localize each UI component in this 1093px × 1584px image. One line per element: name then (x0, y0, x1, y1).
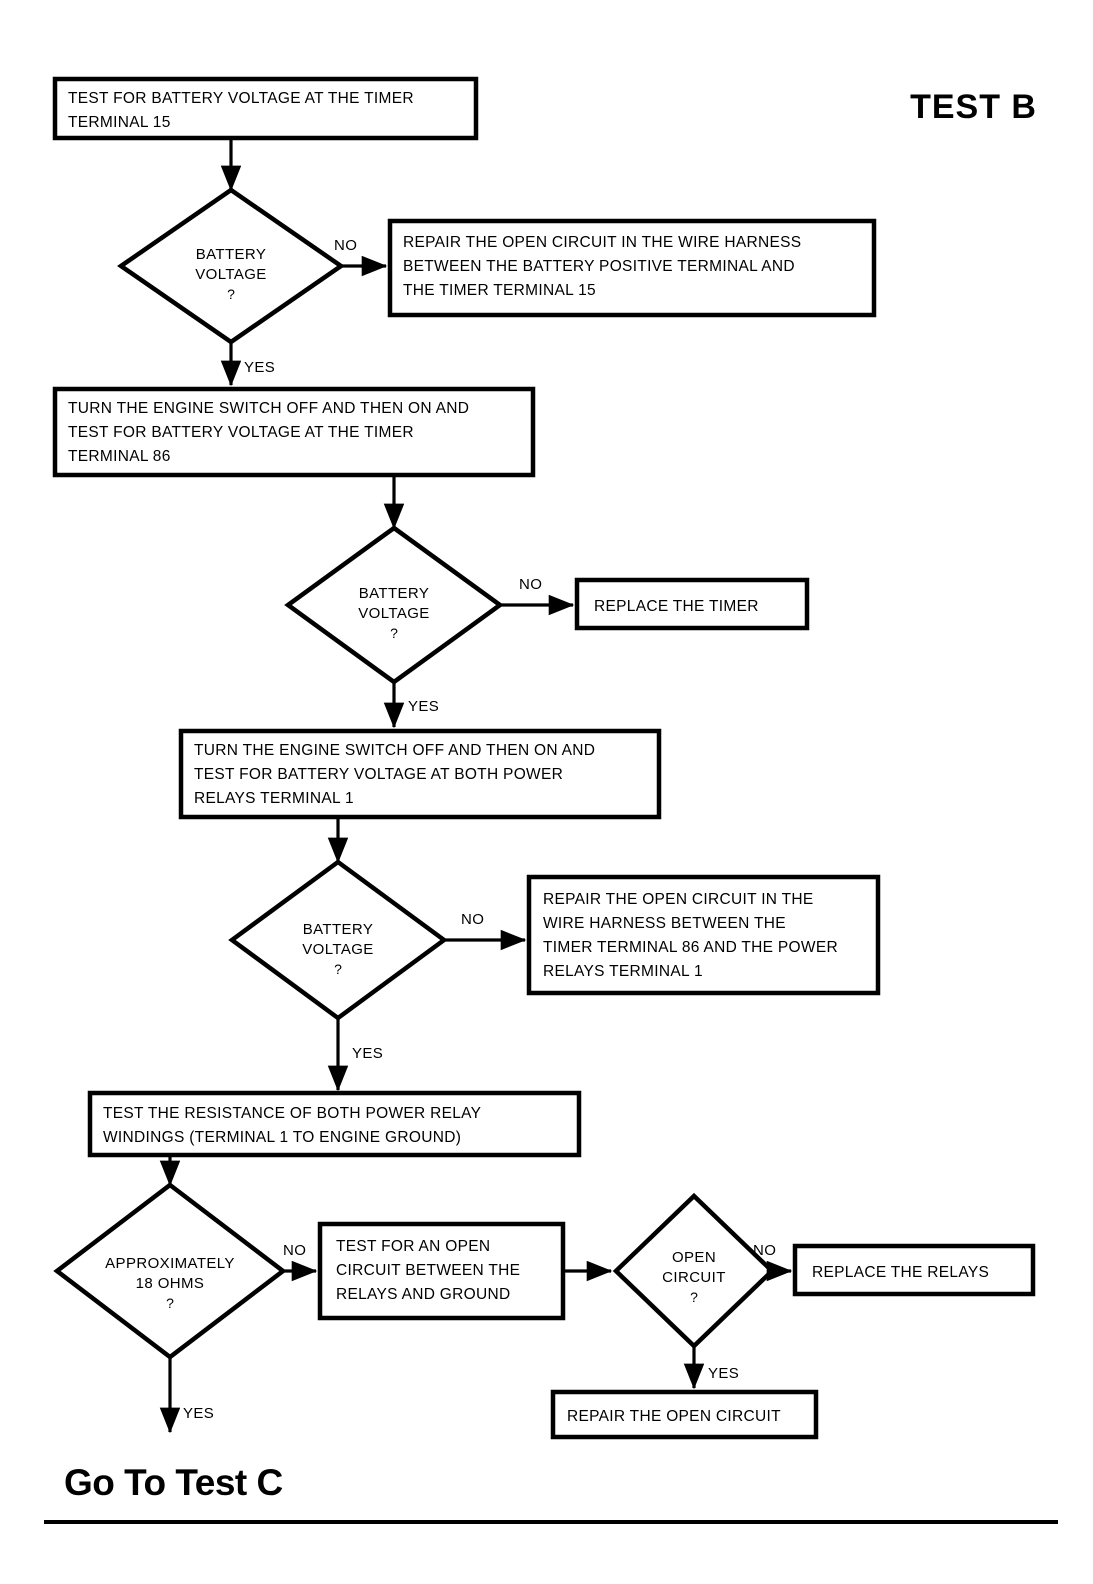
node-turn-switch-relays-1-line-1: TURN THE ENGINE SWITCH OFF AND THEN ON A… (194, 742, 595, 759)
node-repair-harness-battery-line-2: BETWEEN THE BATTERY POSITIVE TERMINAL AN… (403, 258, 795, 275)
edge-label-d3-yes: YES (352, 1045, 383, 1062)
edge-label-d4-yes: YES (183, 1405, 214, 1422)
decision-battery-voltage-1-qmark: ? (227, 286, 235, 302)
node-turn-switch-relays-1[interactable] (178, 728, 662, 820)
node-test-timer-15-line-2: TERMINAL 15 (68, 114, 171, 131)
page-title: TEST B (910, 88, 1037, 126)
edge-label-d2-yes: YES (408, 698, 439, 715)
node-replace-timer[interactable] (574, 577, 810, 631)
decision-approximately-18-ohms-line-1: APPROXIMATELY (105, 1255, 235, 1272)
node-test-resistance[interactable] (87, 1090, 582, 1158)
decision-battery-voltage-2-line-2: VOLTAGE (358, 605, 429, 622)
node-repair-harness-battery[interactable] (387, 218, 877, 318)
node-replace-relays-line-1: REPLACE THE RELAYS (812, 1264, 989, 1281)
edge-label-d1-no: NO (334, 237, 357, 254)
node-turn-switch-timer-86-line-3: TERMINAL 86 (68, 448, 171, 465)
node-repair-harness-timer-86-line-2: WIRE HARNESS BETWEEN THE (543, 915, 786, 932)
decision-battery-voltage-1-line-1: BATTERY (196, 246, 267, 263)
edge-label-d4-no: NO (283, 1242, 306, 1259)
node-repair-harness-battery-line-3: THE TIMER TERMINAL 15 (403, 282, 596, 299)
node-test-timer-15-line-1: TEST FOR BATTERY VOLTAGE AT THE TIMER (68, 90, 414, 107)
decision-battery-voltage-2-qmark: ? (390, 625, 398, 641)
node-test-timer-15[interactable] (52, 76, 479, 141)
decision-battery-voltage-3-line-2: VOLTAGE (302, 941, 373, 958)
decision-approximately-18-ohms-line-2: 18 OHMS (136, 1275, 205, 1292)
node-turn-switch-timer-86-line-1: TURN THE ENGINE SWITCH OFF AND THEN ON A… (68, 400, 469, 417)
decision-battery-voltage-3-qmark: ? (334, 961, 342, 977)
node-repair-open-circuit-line-1: REPAIR THE OPEN CIRCUIT (567, 1408, 781, 1425)
node-test-resistance-line-1: TEST THE RESISTANCE OF BOTH POWER RELAY (103, 1105, 481, 1122)
node-repair-open-circuit[interactable] (550, 1389, 819, 1440)
node-test-resistance-line-2: WINDINGS (TERMINAL 1 TO ENGINE GROUND) (103, 1129, 461, 1146)
node-turn-switch-relays-1-line-2: TEST FOR BATTERY VOLTAGE AT BOTH POWER (194, 766, 563, 783)
node-repair-harness-timer-86-line-3: TIMER TERMINAL 86 AND THE POWER (543, 939, 838, 956)
node-repair-harness-timer-86-line-1: REPAIR THE OPEN CIRCUIT IN THE (543, 891, 814, 908)
decision-open-circuit-line-2: CIRCUIT (662, 1269, 726, 1286)
node-test-open-circuit-line-1: TEST FOR AN OPEN (336, 1238, 490, 1255)
node-repair-harness-timer-86[interactable] (526, 874, 881, 996)
decision-battery-voltage-2-line-1: BATTERY (359, 585, 430, 602)
node-replace-relays[interactable] (792, 1243, 1036, 1297)
edge-label-d2-no: NO (519, 576, 542, 593)
edge-label-d1-yes: YES (244, 359, 275, 376)
decision-battery-voltage-3[interactable] (228, 859, 448, 1021)
node-test-open-circuit-line-2: CIRCUIT BETWEEN THE (336, 1262, 520, 1279)
decision-battery-voltage-3-line-1: BATTERY (303, 921, 374, 938)
decision-battery-voltage-1-line-2: VOLTAGE (195, 266, 266, 283)
edge-label-d5-no: NO (753, 1242, 776, 1259)
node-test-open-circuit[interactable] (317, 1221, 566, 1321)
edge-label-d3-no: NO (461, 911, 484, 928)
edge-label-d5-yes: YES (708, 1365, 739, 1382)
node-repair-harness-battery-line-1: REPAIR THE OPEN CIRCUIT IN THE WIRE HARN… (403, 234, 801, 251)
node-test-open-circuit-line-3: RELAYS AND GROUND (336, 1286, 511, 1303)
go-to-test-c-link[interactable]: Go To Test C (64, 1462, 283, 1503)
node-replace-timer-line-1: REPLACE THE TIMER (594, 598, 759, 615)
decision-approximately-18-ohms-qmark: ? (166, 1295, 174, 1311)
node-turn-switch-timer-86[interactable] (52, 386, 536, 478)
node-turn-switch-timer-86-line-2: TEST FOR BATTERY VOLTAGE AT THE TIMER (68, 424, 414, 441)
decision-open-circuit-line-1: OPEN (672, 1249, 716, 1266)
node-repair-harness-timer-86-line-4: RELAYS TERMINAL 1 (543, 963, 703, 980)
node-turn-switch-relays-1-line-3: RELAYS TERMINAL 1 (194, 790, 354, 807)
decision-open-circuit-qmark: ? (690, 1289, 698, 1305)
